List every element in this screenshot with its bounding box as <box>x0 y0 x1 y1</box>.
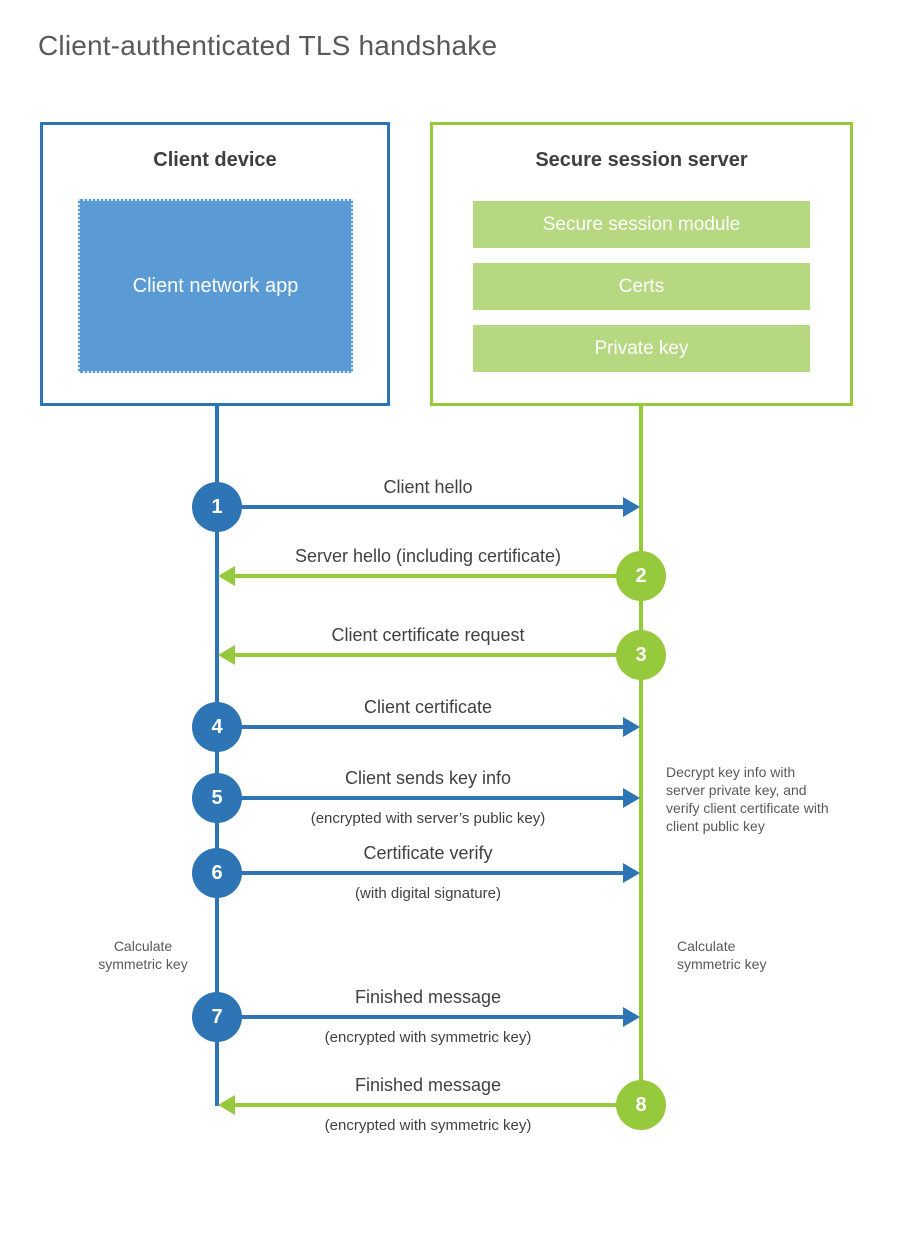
secure-session-server-title: Secure session server <box>535 149 748 171</box>
client-device-box: Client device Client network app <box>40 122 390 406</box>
message-arrow <box>219 505 625 509</box>
message-arrow <box>234 653 639 657</box>
step-number-badge: 8 <box>616 1080 666 1130</box>
step-number: 4 <box>211 715 223 738</box>
arrowhead-icon <box>623 497 640 517</box>
server-lifeline <box>639 405 643 1129</box>
message-label: Client hello <box>383 477 473 497</box>
message-label: Client certificate <box>363 697 493 717</box>
step-number: 7 <box>211 1005 223 1028</box>
message-arrow <box>219 796 625 800</box>
message-sublabel: (encrypted with symmetric key) <box>324 1117 532 1134</box>
message-arrow <box>219 871 625 875</box>
step-number: 5 <box>211 786 223 809</box>
message-label: Client certificate request <box>331 625 525 645</box>
message-label: Client sends key info <box>344 768 512 788</box>
message-sublabel: (with digital signature) <box>355 885 501 902</box>
message-label: Certificate verify <box>363 843 493 863</box>
client-network-app-label: Client network app <box>132 275 299 297</box>
step-number-badge: 7 <box>192 992 242 1042</box>
step-number: 1 <box>211 495 223 518</box>
step-number-badge: 4 <box>192 702 242 752</box>
decrypt-key-note: Decrypt key info with server private key… <box>666 764 829 834</box>
message-sublabel: (encrypted with server’s public key) <box>310 810 546 827</box>
client-device-title: Client device <box>153 149 277 171</box>
message-arrow <box>219 1015 625 1019</box>
calculate-symmetric-key-note-server: Calculate symmetric key <box>677 938 767 972</box>
step-number-badge: 2 <box>616 551 666 601</box>
message-label: Finished message <box>354 1075 502 1095</box>
step-number-badge: 1 <box>192 482 242 532</box>
message-arrow <box>234 1103 639 1107</box>
message-arrow <box>234 574 639 578</box>
arrowhead-icon <box>623 1007 640 1027</box>
page-title: Client-authenticated TLS handshake <box>38 30 498 61</box>
server-module-certs: Certs <box>473 263 810 310</box>
message-sublabel: (encrypted with symmetric key) <box>324 1029 532 1046</box>
client-lifeline <box>215 405 219 1106</box>
server-module-secure-session: Secure session module <box>473 201 810 248</box>
step-number: 6 <box>211 861 223 884</box>
secure-session-server-box: Secure session server Secure session mod… <box>430 122 853 406</box>
message-label: Finished message <box>354 987 502 1007</box>
arrowhead-icon <box>218 1095 235 1115</box>
step-number: 3 <box>635 643 647 666</box>
arrowhead-icon <box>218 645 235 665</box>
calculate-symmetric-key-note-client: Calculate symmetric key <box>98 938 188 972</box>
step-number: 8 <box>635 1093 647 1116</box>
message-arrow <box>219 725 625 729</box>
message-label: Server hello (including certificate) <box>294 546 562 566</box>
arrowhead-icon <box>623 863 640 883</box>
step-number-badge: 5 <box>192 773 242 823</box>
arrowhead-icon <box>623 717 640 737</box>
arrowhead-icon <box>623 788 640 808</box>
step-number-badge: 3 <box>616 630 666 680</box>
server-module-private-key: Private key <box>473 325 810 372</box>
client-network-app-module: Client network app <box>78 199 353 373</box>
step-number: 2 <box>635 564 647 587</box>
arrowhead-icon <box>218 566 235 586</box>
step-number-badge: 6 <box>192 848 242 898</box>
